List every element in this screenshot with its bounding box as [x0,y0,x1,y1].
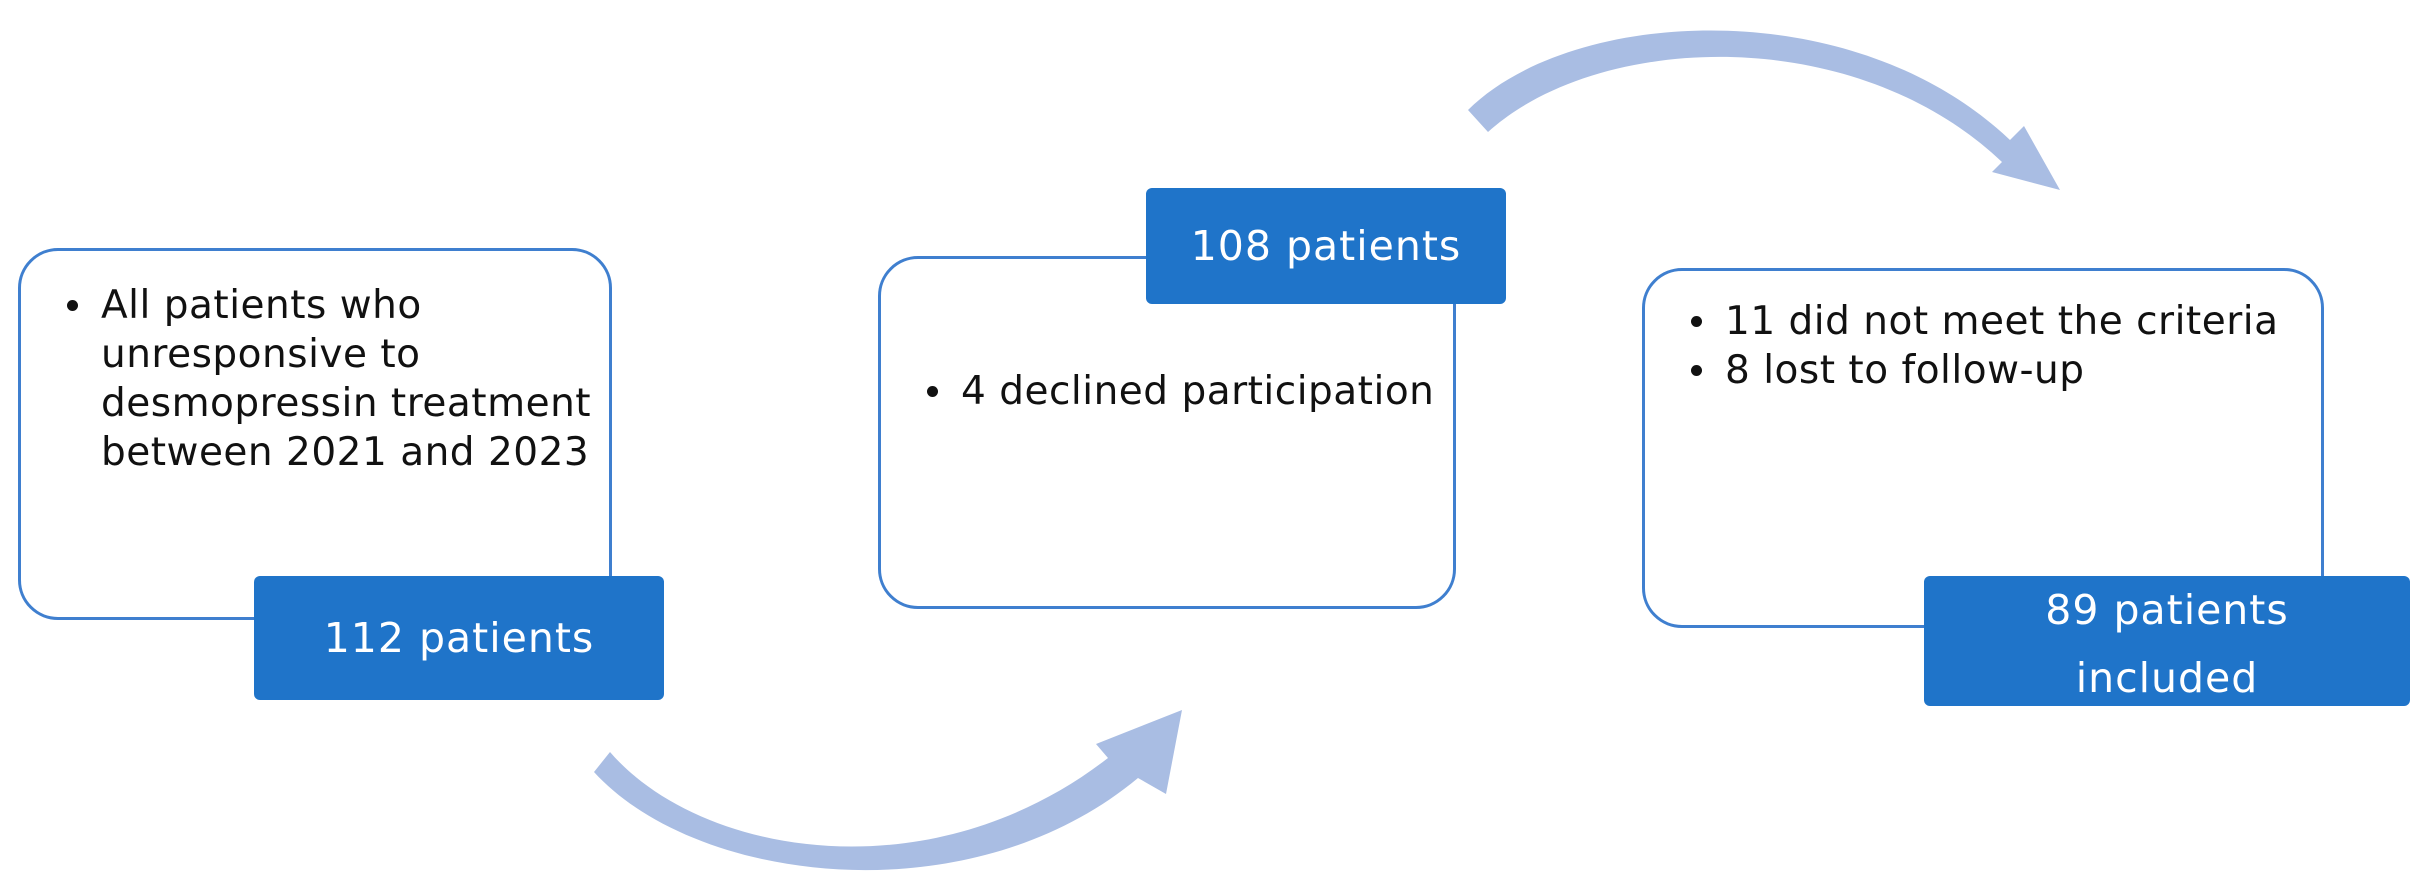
step-2-count-label: 108 patients [1146,188,1506,304]
step-3-bullet-list: 11 did not meet the criteria 8 lost to f… [1685,297,2305,395]
curved-arrow-top [1468,30,2060,190]
step-1-count-label: 112 patients [254,576,664,700]
step-3-box: 11 did not meet the criteria 8 lost to f… [1642,268,2324,628]
bullet-item: 8 lost to follow-up [1685,346,2305,395]
bullet-item: All patients who unresponsive to desmopr… [61,281,601,477]
bullet-item: 4 declined participation [921,367,1441,416]
bullet-item: 11 did not meet the criteria [1685,297,2305,346]
curved-arrow-bottom [594,710,1182,871]
step-3-count-label: 89 patients included [1924,576,2410,706]
step-3-count-label-line2: included [2075,654,2259,702]
step-3-count-label-line1: 89 patients [2045,586,2289,634]
step-1-box: All patients who unresponsive to desmopr… [18,248,612,620]
step-1-bullet-list: All patients who unresponsive to desmopr… [61,281,601,477]
step-2-box: 4 declined participation [878,256,1456,609]
step-2-bullet-list: 4 declined participation [921,367,1441,416]
